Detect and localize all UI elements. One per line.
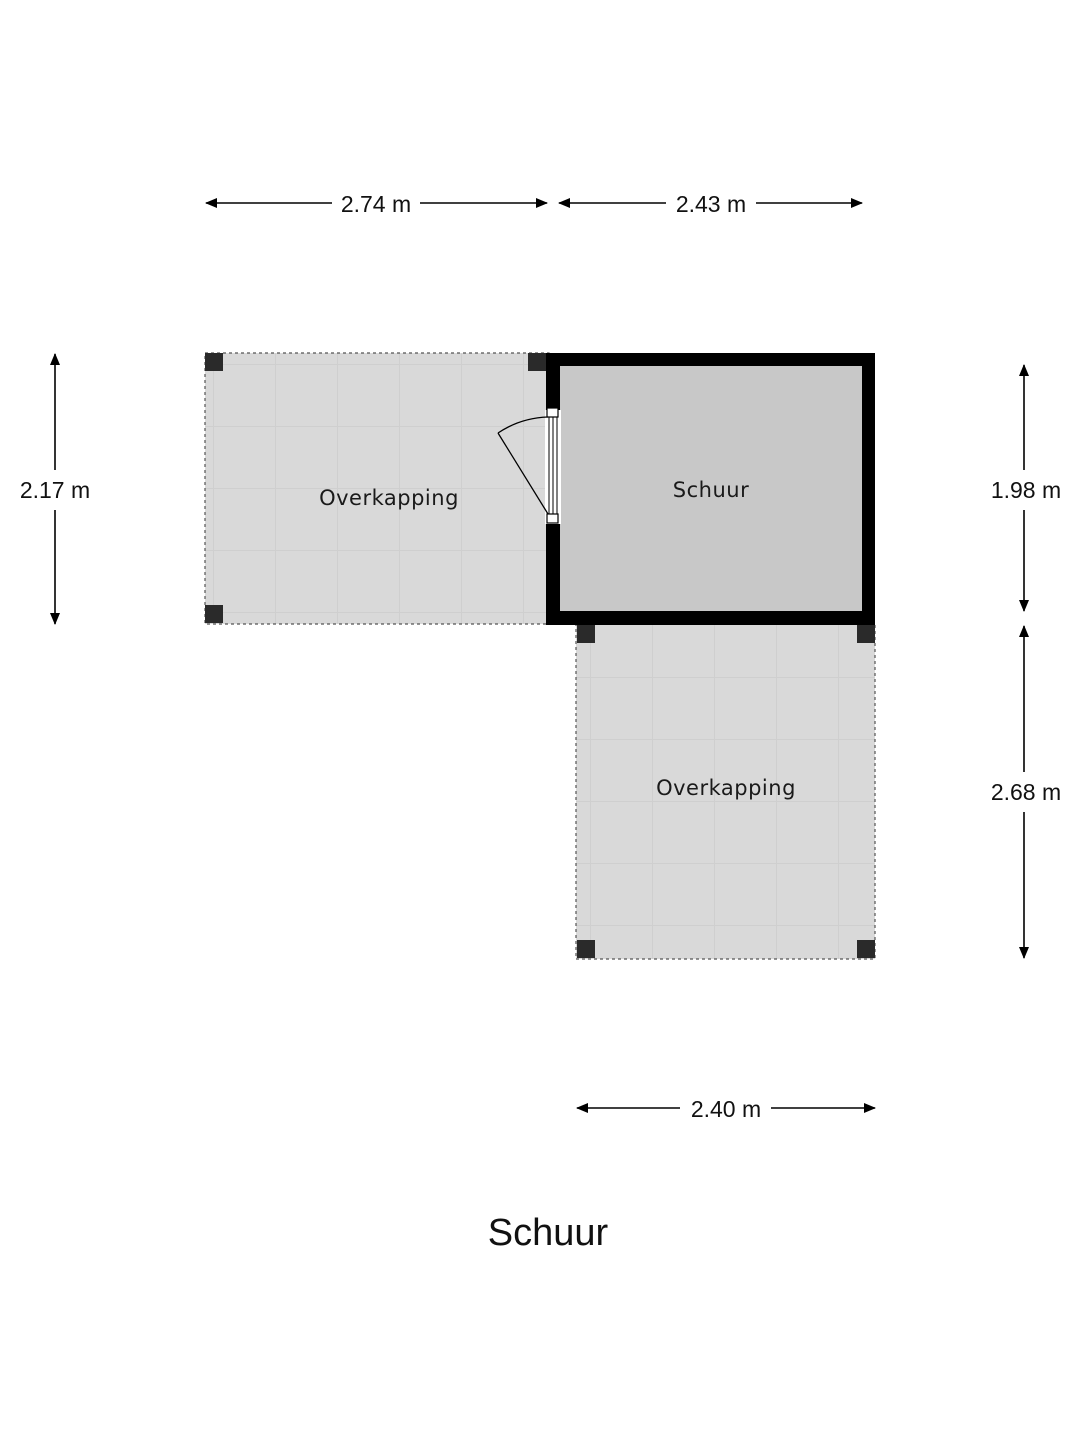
room-label-schuur: Schuur — [673, 478, 749, 502]
room-label-overkapping-south: Overkapping — [656, 776, 796, 800]
post-ne — [528, 353, 546, 371]
post-nw — [205, 353, 223, 371]
post-s-sw — [577, 940, 595, 958]
room-label-overkapping-west: Overkapping — [319, 486, 459, 510]
door-swing-arc — [497, 416, 549, 434]
post-s-nw — [577, 625, 595, 643]
dimension-right-lower: 2.68 m — [991, 625, 1061, 959]
dimension-top-left: 2.74 m — [205, 191, 548, 217]
dimension-label-left: 2.17 m — [20, 477, 90, 503]
dimension-bottom: 2.40 m — [576, 1096, 876, 1122]
dimension-label-top-left: 2.74 m — [341, 191, 411, 217]
dimension-top-right: 2.43 m — [558, 191, 863, 217]
dimension-left: 2.17 m — [20, 353, 90, 625]
overkapping-south-area — [575, 623, 876, 960]
dimension-label-bottom: 2.40 m — [691, 1096, 761, 1122]
dimension-label-top-right: 2.43 m — [676, 191, 746, 217]
post-s-ne — [857, 625, 875, 643]
schuur-room — [497, 353, 875, 625]
dimension-label-right-lower: 2.68 m — [991, 779, 1061, 805]
plan-title: Schuur — [488, 1212, 609, 1254]
post-sw — [205, 605, 223, 623]
door-leaf — [497, 432, 549, 515]
post-s-se — [857, 940, 875, 958]
dimension-label-right-upper: 1.98 m — [991, 477, 1061, 503]
overkapping-west-area — [204, 352, 550, 625]
dimension-right-upper: 1.98 m — [991, 364, 1061, 612]
